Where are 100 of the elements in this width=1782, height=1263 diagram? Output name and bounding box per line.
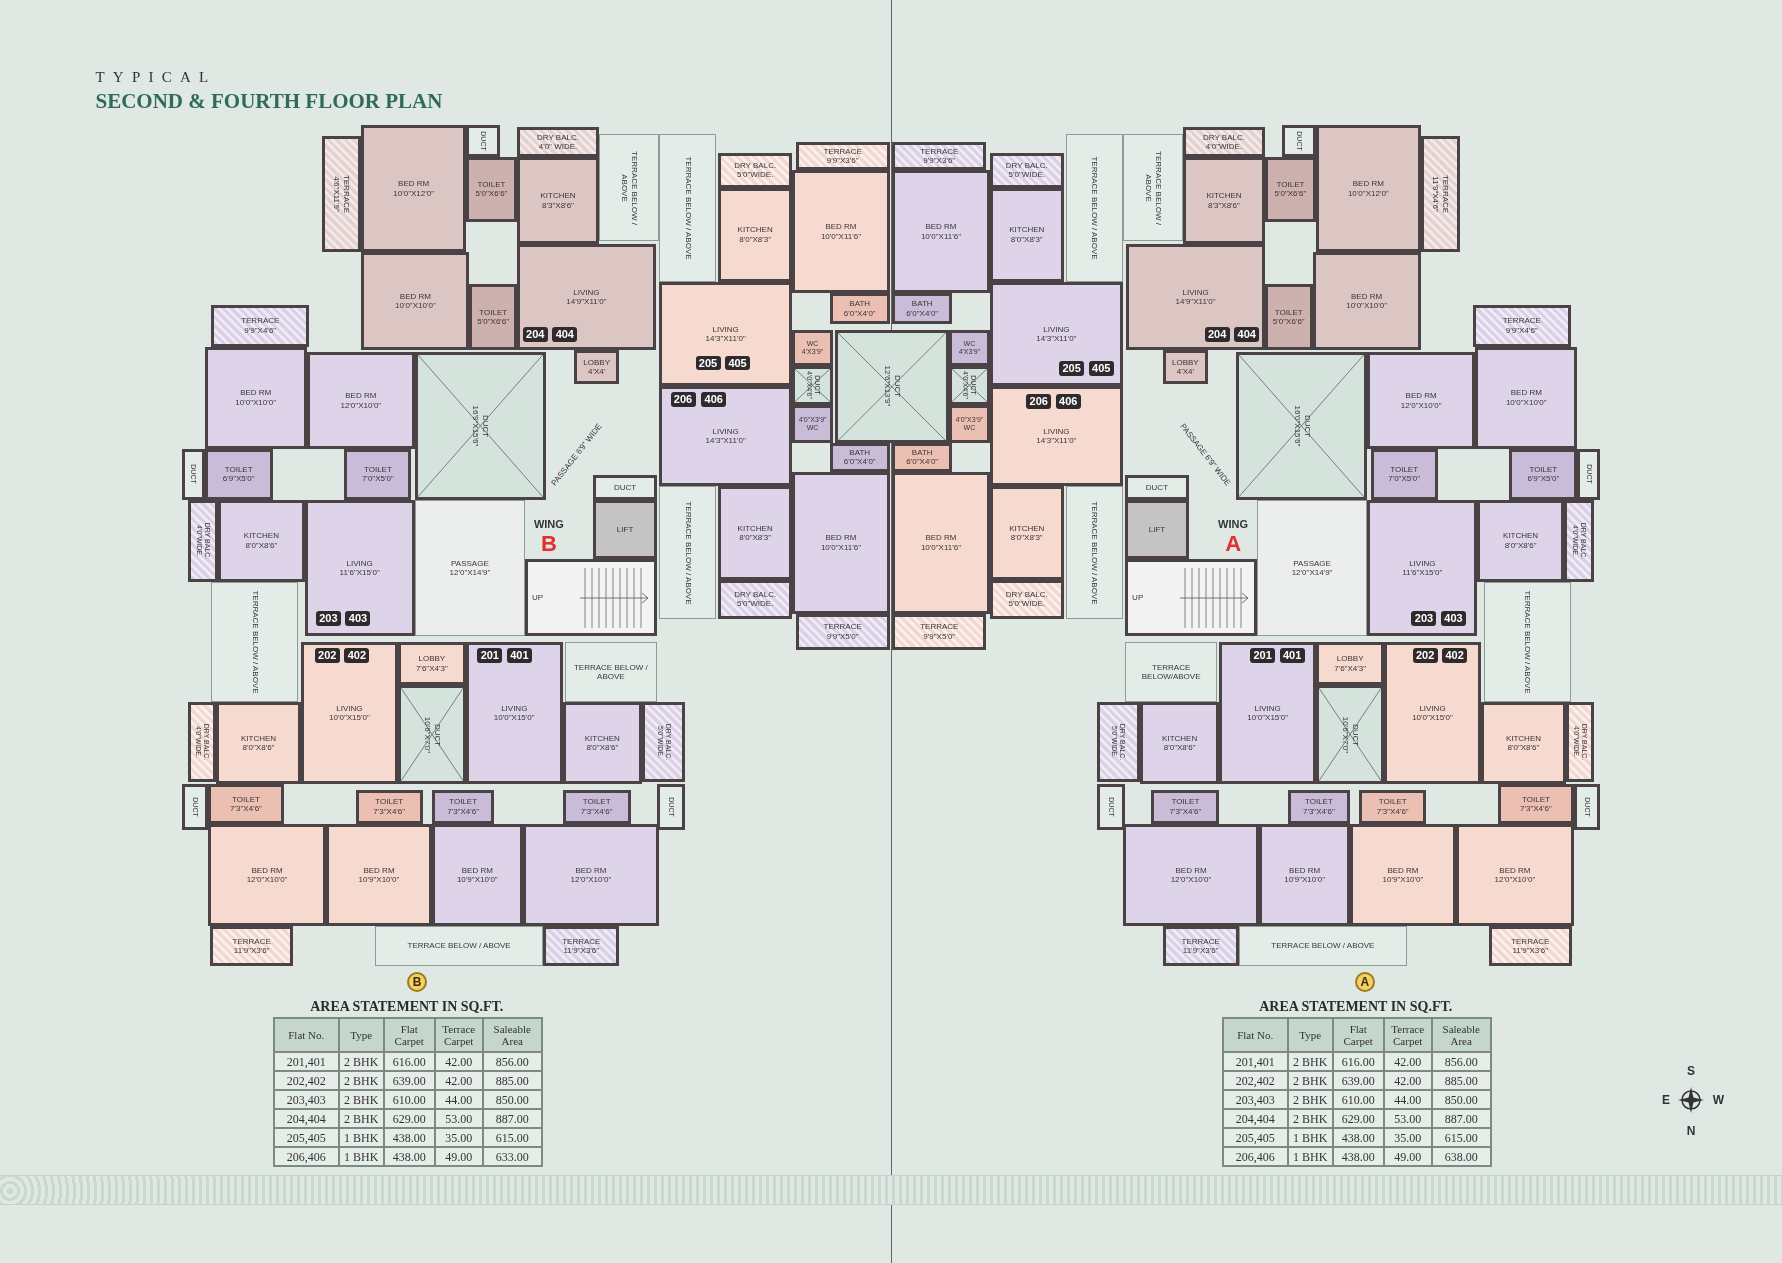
- up-label: UP: [532, 593, 544, 603]
- page-title: SECOND & FOURTH FLOOR PLAN: [95, 88, 443, 116]
- room: [361, 252, 470, 351]
- room: [207, 784, 285, 824]
- room-label: BED RM: [925, 222, 957, 232]
- room-label: DUCT: [613, 482, 637, 493]
- room: [1316, 125, 1421, 253]
- duct-shaft: [465, 125, 501, 157]
- terrace-area: [1096, 702, 1140, 782]
- table-cell: 2 BHK: [338, 1052, 384, 1072]
- room-label: DRY BALC.: [734, 160, 777, 171]
- duct-shaft: [1574, 784, 1601, 830]
- room: [1219, 642, 1317, 785]
- room-label: 10'0"X15'0": [1247, 713, 1289, 723]
- terrace-area: [659, 486, 716, 620]
- room-label: TERRACE: [1511, 936, 1550, 947]
- table-header-cell: Flat Carpet: [383, 1018, 435, 1053]
- room: [562, 702, 643, 785]
- flat-number-badge: 404: [552, 327, 578, 343]
- room-label: KITCHEN: [584, 733, 620, 744]
- table-cell: 438.00: [383, 1128, 435, 1148]
- terrace-area: [795, 142, 890, 171]
- room: [1497, 784, 1574, 824]
- terrace-area: [1125, 642, 1218, 703]
- room-label: 6'0"X4'0": [906, 308, 939, 319]
- table-cell: 201,401: [1222, 1052, 1288, 1072]
- terrace-area: [210, 926, 294, 966]
- room: [1126, 244, 1265, 350]
- flat-number-badge: 206: [1026, 394, 1052, 410]
- table-cell: 610.00: [1332, 1090, 1384, 1110]
- room-label: LOBBY: [418, 654, 446, 664]
- table-cell: 615.00: [482, 1128, 542, 1148]
- flat-number-badge: 205: [695, 355, 721, 371]
- room: [1384, 642, 1481, 785]
- table-header-cell: Terrace Carpet: [434, 1018, 483, 1053]
- room-label: 7'6"X4'3": [415, 663, 448, 674]
- room-label: 6'9"X5'0": [222, 474, 255, 484]
- terrace-area: [517, 127, 599, 157]
- room-label: LOBBY: [1172, 357, 1199, 368]
- staircase: [1125, 559, 1257, 637]
- room-label: 10'9"X10'0": [358, 875, 400, 885]
- room-label: 7'3"X4'6": [373, 806, 406, 817]
- room-label: TOILET: [1390, 464, 1419, 475]
- room: [1475, 346, 1578, 449]
- room-label: TOILET: [1304, 797, 1333, 807]
- terrace-area: [989, 579, 1064, 620]
- room-label: TOILET: [477, 179, 506, 190]
- compass-letter: S: [1687, 1064, 1696, 1077]
- terrace-area: [659, 134, 716, 282]
- room-label: BED RM: [398, 179, 430, 189]
- table-cell: 850.00: [482, 1090, 542, 1110]
- room-label: KITCHEN: [1503, 531, 1539, 541]
- flat-number-badge: 202: [314, 647, 340, 663]
- room-label: 5'0"WIDE.: [737, 170, 774, 180]
- room-label: DUCT: [892, 374, 902, 400]
- room-label: TERRACE BELOW/ABOVE: [1140, 662, 1202, 682]
- room-label: LIFT: [1148, 524, 1166, 535]
- room-label: 10'0"X10'0": [235, 397, 277, 408]
- table-header-cell: Flat Carpet: [1332, 1018, 1384, 1053]
- room: [829, 293, 890, 324]
- room-label: TERRACE: [1181, 936, 1220, 947]
- room: [1480, 702, 1567, 785]
- duct-shaft: [1096, 784, 1126, 830]
- room-label: 7'3"X4'6": [447, 806, 480, 817]
- room-label: 10'0"X15'0": [493, 713, 535, 723]
- table-cell: 206,406: [273, 1147, 339, 1167]
- room-label: 8'0"X8'6": [242, 743, 275, 753]
- table-cell: 639.00: [383, 1071, 435, 1091]
- wing-label: B: [540, 533, 557, 556]
- flat-number-badge: 406: [701, 392, 727, 407]
- room-label: TERRACE: [920, 146, 959, 157]
- room-label: 10'9"X10'0": [456, 875, 498, 885]
- room: [204, 346, 307, 449]
- flat-number-badge: 205: [1059, 361, 1085, 377]
- room: [892, 471, 990, 614]
- table-cell: 202,402: [1222, 1071, 1288, 1091]
- table-header-cell: Terrace Carpet: [1383, 1018, 1432, 1053]
- room-label: 11'9"X3'6": [563, 946, 600, 956]
- terrace-area: [1066, 134, 1123, 282]
- passage-area: [414, 500, 526, 637]
- table-cell: 885.00: [1431, 1071, 1491, 1091]
- room-label: BED RM: [1352, 179, 1384, 189]
- room-label: BED RM: [825, 222, 857, 232]
- room-label: 10'0"X11'6": [920, 542, 962, 553]
- table-cell: 205,405: [1222, 1128, 1288, 1148]
- room-label: 10'0"X12'0": [393, 188, 435, 199]
- room: [1122, 823, 1260, 927]
- room: [465, 642, 563, 785]
- table-cell: 53.00: [434, 1109, 483, 1129]
- wing-label: A: [1225, 533, 1241, 556]
- table-cell: 610.00: [383, 1090, 435, 1110]
- table-cell: 850.00: [1431, 1090, 1491, 1110]
- room-label: 10'0"X11'6": [920, 231, 962, 242]
- room-label: 5'0"WIDE.: [737, 599, 774, 609]
- table-header-cell: Saleable Area: [482, 1018, 542, 1053]
- room-label: LIVING: [1043, 426, 1070, 437]
- room-label: TERRACE: [232, 936, 271, 947]
- room-label: 8'0"X8'3": [1010, 533, 1043, 543]
- room-label: BED RM: [461, 865, 493, 876]
- room-label: DRY BALC.: [1005, 589, 1048, 600]
